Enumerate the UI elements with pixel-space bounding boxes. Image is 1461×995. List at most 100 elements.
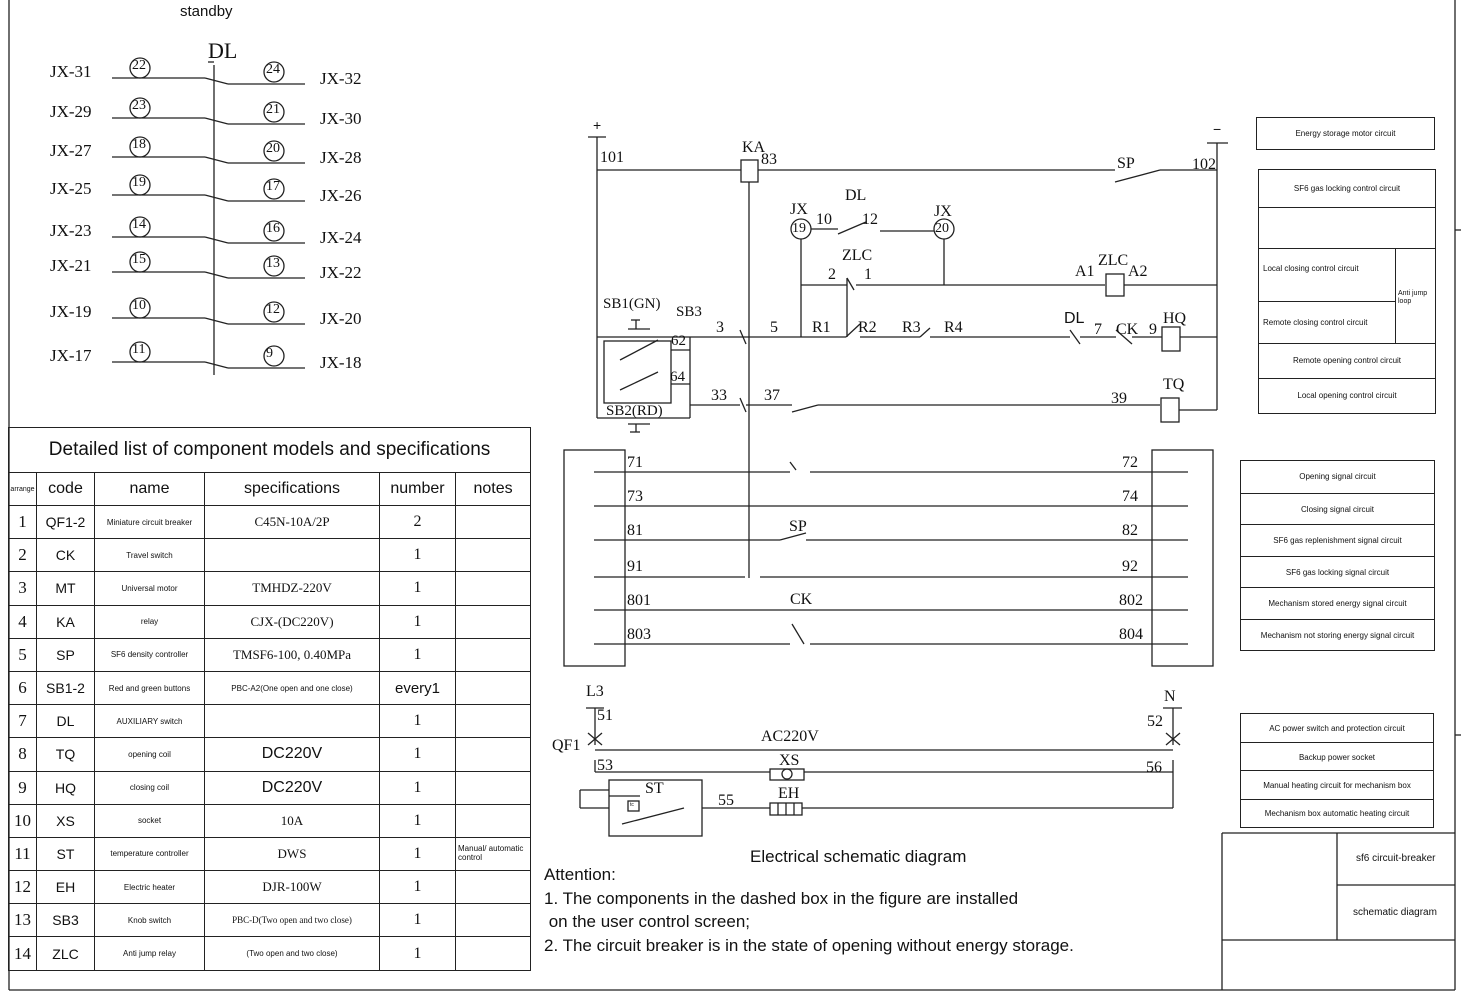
a1-label: A1 xyxy=(1075,263,1095,280)
cell-notes xyxy=(454,637,532,672)
aux-right-terminal: JX-18 xyxy=(320,353,362,372)
cell-code: ST xyxy=(36,836,95,872)
cell-number: 1 xyxy=(379,903,456,938)
legend-item: Mechanism stored energy signal circuit xyxy=(1241,587,1434,620)
component-table: Detailed list of component models and sp… xyxy=(7,427,532,971)
node-39: 39 xyxy=(1111,390,1127,407)
cell-name: SF6 density controller xyxy=(94,637,205,672)
header-no: arrange xyxy=(8,472,37,506)
aux-left-terminal: JX-31 xyxy=(50,62,92,81)
node-64: 64 xyxy=(670,369,685,385)
signal-right-node: 92 xyxy=(1122,558,1138,575)
a2-label: A2 xyxy=(1128,263,1148,280)
r1-label: R1 xyxy=(812,319,831,336)
hq-label: HQ xyxy=(1163,310,1187,327)
aux-contact-number: 13 xyxy=(266,256,280,271)
cell-no: 8 xyxy=(8,737,37,772)
header-name: name xyxy=(94,472,205,506)
cell-notes xyxy=(454,604,532,639)
aux-right-terminal: JX-20 xyxy=(320,309,362,328)
terminal-20: 20 xyxy=(935,221,949,236)
sb2-label: SB2(RD) xyxy=(606,403,663,419)
cell-no: 2 xyxy=(8,538,37,573)
aux-terminal-circle xyxy=(129,341,151,363)
node-9: 9 xyxy=(1149,321,1157,338)
aux-contact-number: 15 xyxy=(132,252,146,267)
node-5: 5 xyxy=(770,319,778,336)
aux-contact-number: 9 xyxy=(266,346,273,361)
cell-number: 1 xyxy=(379,637,456,672)
xs-label: XS xyxy=(779,752,800,769)
node-51: 51 xyxy=(597,707,613,724)
attention-label: Attention: xyxy=(544,865,616,884)
node-37: 37 xyxy=(764,387,780,404)
cell-code: ZLC xyxy=(36,936,95,971)
cell-no: 7 xyxy=(8,704,37,739)
cell-number: 1 xyxy=(379,604,456,639)
signal-left-node: 73 xyxy=(627,488,643,505)
terminal-19: 19 xyxy=(792,221,806,236)
node-102: 102 xyxy=(1192,156,1216,173)
aux-left-terminal: JX-29 xyxy=(50,102,92,121)
aux-terminal-circle xyxy=(263,301,285,323)
cell-notes xyxy=(454,704,532,739)
aux-left-terminal: JX-17 xyxy=(50,346,92,365)
signal-left-node: 91 xyxy=(627,558,643,575)
aux-contact-number: 24 xyxy=(266,62,280,77)
cell-spec: TMSF6-100, 0.40MPa xyxy=(204,637,380,672)
diagram-caption: Electrical schematic diagram xyxy=(750,847,967,866)
cell-no: 14 xyxy=(8,936,37,971)
node-10: 10 xyxy=(816,211,832,228)
node-56: 56 xyxy=(1146,759,1162,776)
signal-right-node: 82 xyxy=(1122,522,1138,539)
aux-terminal-circle xyxy=(263,61,285,83)
plus-label: + xyxy=(593,117,602,133)
cell-number: 1 xyxy=(379,704,456,739)
legend-item: SF6 gas locking signal circuit xyxy=(1241,555,1434,589)
aux-contact-number: 19 xyxy=(132,175,146,190)
header-notes: notes xyxy=(454,472,532,506)
cell-name: Miniature circuit breaker xyxy=(94,504,205,540)
aux-right-terminal: JX-28 xyxy=(320,148,362,167)
table-title: Detailed list of component models and sp… xyxy=(7,427,532,473)
ka-label: KA xyxy=(742,139,766,156)
cell-name: Red and green buttons xyxy=(94,670,205,706)
zlc-label-2: ZLC xyxy=(1098,252,1129,269)
cell-number: every1 xyxy=(379,670,456,706)
node-53: 53 xyxy=(597,757,613,774)
aux-left-terminal: JX-19 xyxy=(50,302,92,321)
cell-number: 2 xyxy=(379,504,456,540)
cell-code: TQ xyxy=(36,737,95,772)
node-52: 52 xyxy=(1147,713,1163,730)
minus-label: − xyxy=(1213,121,1222,137)
cell-no: 10 xyxy=(8,803,37,838)
ac220-label: AC220V xyxy=(761,728,819,745)
dl-label: DL xyxy=(208,38,238,63)
dc-control-circuit xyxy=(588,136,1228,578)
cell-code: SP xyxy=(36,637,95,672)
cell-number: 1 xyxy=(379,571,456,606)
cell-notes xyxy=(454,538,532,573)
cell-no: 11 xyxy=(8,836,37,872)
cell-notes xyxy=(454,936,532,971)
signal-circuit xyxy=(563,449,1214,667)
aux-terminal-circle xyxy=(263,220,285,242)
aux-terminal-circle xyxy=(129,97,151,119)
aux-contact-number: 18 xyxy=(132,137,146,152)
cell-name: relay xyxy=(94,604,205,639)
cell-notes xyxy=(454,737,532,772)
aux-contact-number: 12 xyxy=(266,302,280,317)
cell-spec: PBC-A2(One open and one close) xyxy=(204,670,380,706)
cell-no: 4 xyxy=(8,604,37,639)
cell-code: SB1-2 xyxy=(36,670,95,706)
signal-left-node: 71 xyxy=(627,454,643,471)
r4-label: R4 xyxy=(944,319,963,336)
aux-contact-number: 14 xyxy=(132,217,146,232)
